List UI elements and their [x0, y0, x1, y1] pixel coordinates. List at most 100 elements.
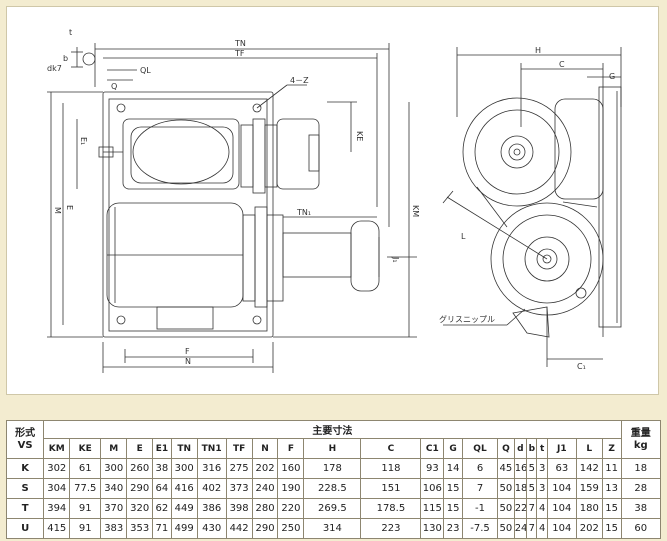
weight-cell: 18	[620, 458, 661, 479]
label-g: G	[609, 72, 615, 81]
table-cell: 190	[277, 478, 305, 499]
table-cell: 4	[536, 518, 548, 539]
model-header: 形式 VS	[5, 420, 45, 459]
label-grease-nipple: グリスニップル	[439, 314, 495, 324]
model-header-sub: VS	[17, 439, 33, 451]
label-j1: J₁	[391, 256, 400, 263]
table-cell: 449	[170, 498, 198, 519]
table-cell: 442	[225, 518, 253, 539]
label-c: C	[559, 60, 565, 69]
weight-cell: 28	[620, 478, 661, 499]
label-tn1: TN₁	[296, 208, 311, 217]
table-cell: 220	[277, 498, 305, 519]
table-cell: 320	[126, 498, 154, 519]
table-cell: 104	[546, 498, 577, 519]
weight-cell: 38	[620, 498, 661, 519]
column-header: C	[360, 438, 422, 459]
table-cell: 115	[420, 498, 445, 519]
table-cell: 61	[69, 458, 102, 479]
table-cell: 178.5	[360, 498, 422, 519]
table-cell: 302	[43, 458, 71, 479]
table-cell: 290	[126, 478, 154, 499]
table-cell: 373	[225, 478, 253, 499]
table-cell: 160	[277, 458, 305, 479]
model-cell: U	[5, 518, 45, 539]
table-cell: 22	[513, 498, 528, 519]
table-cell: 106	[420, 478, 445, 499]
table-cell: 142	[575, 458, 603, 479]
weight-cell: 60	[620, 518, 661, 539]
table-cell: 15	[601, 518, 622, 539]
table-cell: 260	[126, 458, 154, 479]
table-cell: 16	[513, 458, 528, 479]
table-cell: 4	[536, 498, 548, 519]
table-cell: 15	[443, 498, 463, 519]
main-dimensions-header: 主要寸法	[43, 420, 622, 439]
table-cell: 383	[100, 518, 128, 539]
table-cell: 280	[251, 498, 279, 519]
table-cell: 240	[251, 478, 279, 499]
table-cell: 18	[513, 478, 528, 499]
column-header: TF	[225, 438, 253, 459]
column-header: d	[513, 438, 528, 459]
column-header: F	[277, 438, 305, 459]
table-cell: 151	[360, 478, 422, 499]
table-cell: 398	[225, 498, 253, 519]
label-b: b	[63, 54, 68, 63]
table-cell: 3	[536, 458, 548, 479]
table-cell: 275	[225, 458, 253, 479]
column-header: t	[536, 438, 548, 459]
table-cell: -7.5	[461, 518, 499, 539]
column-header: G	[443, 438, 463, 459]
table-cell: 353	[126, 518, 154, 539]
table-cell: 499	[170, 518, 198, 539]
table-cell: 402	[196, 478, 227, 499]
table-cell: 5	[526, 478, 538, 499]
label-t: t	[69, 28, 72, 37]
table-cell: 316	[196, 458, 227, 479]
table-cell: 202	[251, 458, 279, 479]
table-cell: 415	[43, 518, 71, 539]
label-e: E	[65, 205, 74, 210]
table-cell: 250	[277, 518, 305, 539]
table-cell: 223	[360, 518, 422, 539]
column-header: TN1	[196, 438, 227, 459]
table-cell: 228.5	[303, 478, 362, 499]
table-cell: 202	[575, 518, 603, 539]
model-cell: S	[5, 478, 45, 499]
label-tf: TF	[234, 49, 245, 58]
table-cell: 45	[497, 458, 515, 479]
table-cell: 64	[152, 478, 172, 499]
label-f: F	[185, 347, 190, 356]
table-cell: 340	[100, 478, 128, 499]
table-cell: 71	[152, 518, 172, 539]
shaft-detail	[71, 47, 96, 68]
label-e1: E₁	[79, 137, 88, 145]
label-dk7: dk7	[47, 64, 62, 73]
column-header: J1	[546, 438, 577, 459]
table-cell: 416	[170, 478, 198, 499]
table-cell: 63	[546, 458, 577, 479]
table-cell: 5	[526, 458, 538, 479]
model-cell: T	[5, 498, 45, 519]
table-cell: 104	[546, 518, 577, 539]
table-cell: 7	[461, 478, 499, 499]
table-cell: 91	[69, 518, 102, 539]
table-cell: 290	[251, 518, 279, 539]
technical-drawing: TN TF QL Q 4－Z KE E₁ M E KM TN₁ J₁ F N t…	[6, 6, 659, 395]
table-cell: 7	[526, 498, 538, 519]
column-header: L	[575, 438, 603, 459]
column-header: Z	[601, 438, 622, 459]
table-cell: 91	[69, 498, 102, 519]
table-cell: 14	[443, 458, 463, 479]
table-cell: 93	[420, 458, 445, 479]
weight-header-label: 重量	[630, 427, 651, 439]
label-n: N	[185, 357, 191, 366]
table-cell: 300	[170, 458, 198, 479]
column-header: Q	[497, 438, 515, 459]
